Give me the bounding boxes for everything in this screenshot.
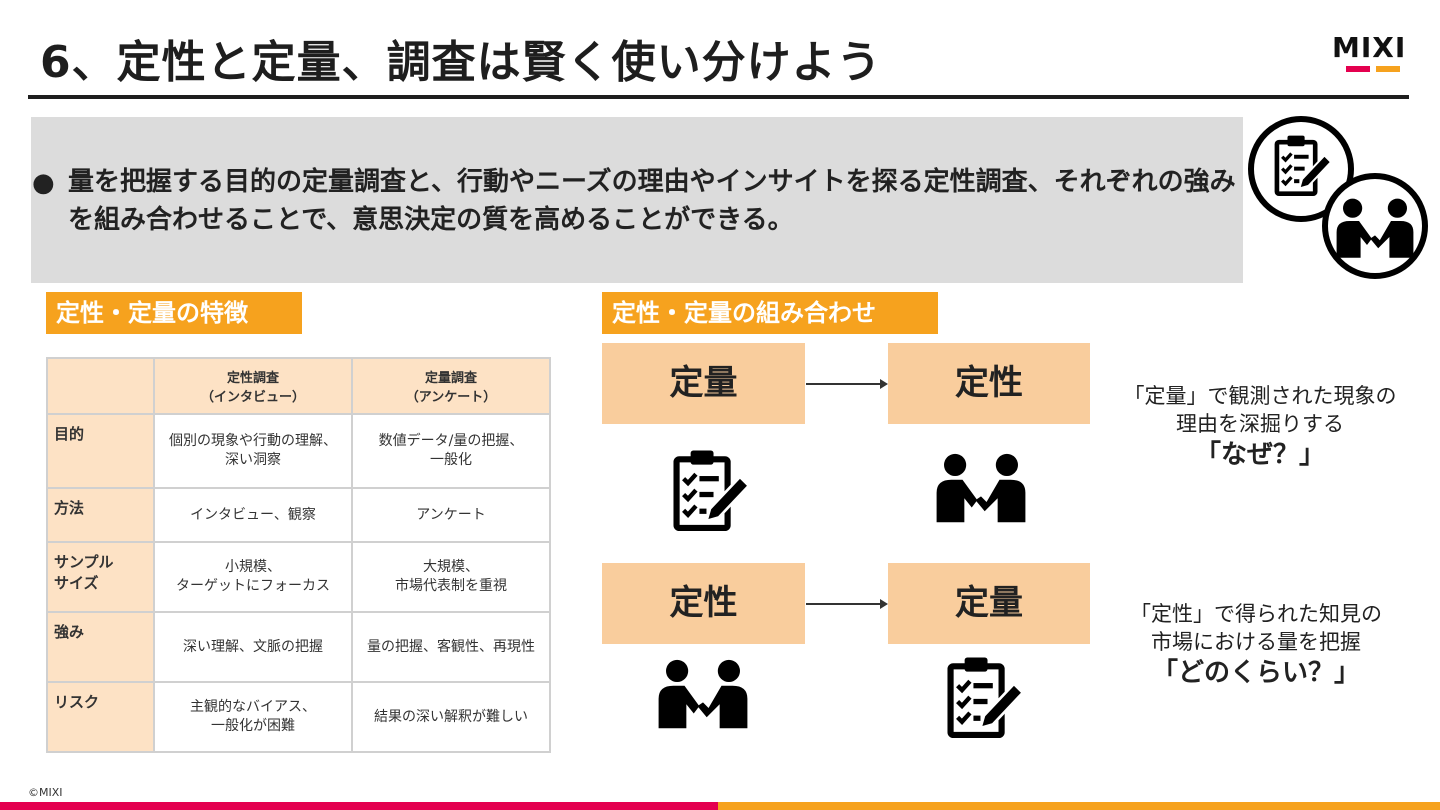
flow1-caption-emphasis: 「なぜ？」 <box>1194 440 1325 470</box>
table-header-row: 定性調査 （インタビュー） 定量調査 （アンケート） <box>46 357 551 415</box>
qualitative-cell: 個別の現象や行動の理解、 深い洞察 <box>153 413 353 489</box>
flow2-caption: 「定性」で得られた知見の 市場における量を把握 「どのくらい？」 <box>1106 600 1406 690</box>
row-header: 目的 <box>46 413 155 489</box>
copyright: ©MIXI <box>28 786 63 799</box>
qualitative-cell: 深い理解、文脈の把握 <box>153 611 353 683</box>
table-row: リスク 主観的なバイアス、 一般化が困難 結果の深い解釈が難しい <box>46 681 551 753</box>
flow1-arrow <box>806 379 888 389</box>
flow2-arrow <box>806 599 888 609</box>
flow2-to-box: 定量 <box>888 563 1090 644</box>
flow1-from-box: 定量 <box>602 343 805 424</box>
table-row: サンプル サイズ 小規模、 ターゲットにフォーカス 大規模、 市場代表制を重視 <box>46 541 551 613</box>
page-title: 6、定性と定量、調査は賢く使い分けよう <box>40 37 882 88</box>
features-section-label: 定性・定量の特徴 <box>46 292 302 334</box>
table-row: 目的 個別の現象や行動の理解、 深い洞察 数値データ/量の把握、 一般化 <box>46 413 551 489</box>
qualitative-cell: 主観的なバイアス、 一般化が困難 <box>153 681 353 753</box>
column-header-quantitative: 定量調査 （アンケート） <box>351 357 551 415</box>
flow1-to-box: 定性 <box>888 343 1090 424</box>
column-header-subline: （アンケート） <box>405 390 497 405</box>
summary-text: 量を把握する目的の定量調査と、行動やニーズの理由やインサイトを探る定性調査、それ… <box>68 167 1236 235</box>
flow1-caption-line2: 理由を深掘りする <box>1176 412 1344 436</box>
column-header-line: 定性調査 <box>226 371 279 386</box>
combination-section-label: 定性・定量の組み合わせ <box>602 292 938 334</box>
summary-bullet: ● <box>32 168 55 198</box>
clipboard-checklist-icon <box>940 652 1028 744</box>
row-header: 方法 <box>46 487 155 543</box>
people-handshake-icon <box>658 659 748 729</box>
logo-text: MIXI <box>1332 31 1407 64</box>
quantitative-cell: 量の把握、客観性、再現性 <box>351 611 551 683</box>
clipboard-and-people-icon <box>1248 116 1428 279</box>
flow1-caption-line1: 「定量」で観測された現象の <box>1123 384 1397 408</box>
footer-bar-orange <box>718 802 1440 810</box>
flow1-caption: 「定量」で観測された現象の 理由を深掘りする 「なぜ？」 <box>1110 382 1410 472</box>
qualitative-cell: 小規模、 ターゲットにフォーカス <box>153 541 353 613</box>
flow2-caption-emphasis: 「どのくらい？」 <box>1151 658 1360 688</box>
column-header-line: 定量調査 <box>424 371 477 386</box>
people-handshake-icon <box>936 453 1026 523</box>
clipboard-checklist-icon <box>666 446 754 536</box>
table-row: 方法 インタビュー、観察 アンケート <box>46 487 551 543</box>
table-row: 強み 深い理解、文脈の把握 量の把握、客観性、再現性 <box>46 611 551 683</box>
flow2-caption-line1: 「定性」で得られた知見の <box>1130 602 1382 626</box>
footer-bar-pink <box>0 802 718 810</box>
logo-bar-pink <box>1346 66 1370 72</box>
quantitative-cell: 数値データ/量の把握、 一般化 <box>351 413 551 489</box>
row-header: サンプル サイズ <box>46 541 155 613</box>
summary-box <box>31 117 1243 283</box>
mixi-logo: MIXI <box>1332 34 1412 72</box>
features-table: 定性調査 （インタビュー） 定量調査 （アンケート） 目的 個別の現象や行動の理… <box>46 357 551 753</box>
flow2-caption-line2: 市場における量を把握 <box>1151 630 1361 654</box>
column-header-subline: （インタビュー） <box>200 390 305 405</box>
quantitative-cell: 大規模、 市場代表制を重視 <box>351 541 551 613</box>
title-divider <box>28 95 1409 99</box>
row-header: 強み <box>46 611 155 683</box>
qualitative-cell: インタビュー、観察 <box>153 487 353 543</box>
row-header: リスク <box>46 681 155 753</box>
quantitative-cell: 結果の深い解釈が難しい <box>351 681 551 753</box>
column-header-qualitative: 定性調査 （インタビュー） <box>153 357 353 415</box>
table-corner-cell <box>46 357 155 415</box>
flow2-from-box: 定性 <box>602 563 805 644</box>
quantitative-cell: アンケート <box>351 487 551 543</box>
logo-bars <box>1346 66 1412 72</box>
logo-bar-orange <box>1376 66 1400 72</box>
